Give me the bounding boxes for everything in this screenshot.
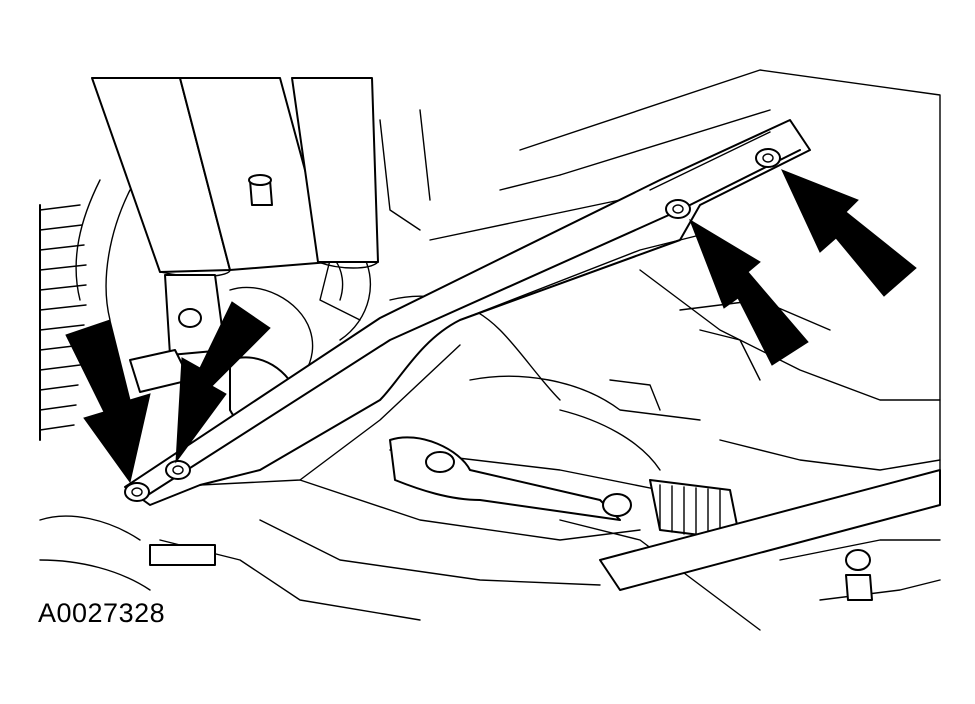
figure-id-label: A0027328 xyxy=(38,598,166,628)
bolts xyxy=(124,148,781,502)
arrow-pointer-icon xyxy=(781,169,917,297)
underbody-background xyxy=(39,69,941,631)
bolt-head-icon xyxy=(665,199,691,219)
bolt-head-icon xyxy=(165,460,191,480)
strut-columns xyxy=(91,77,379,278)
arrow-pointer-icon xyxy=(65,319,151,484)
radiator-fins xyxy=(39,204,87,441)
arrow-pointer-icon xyxy=(689,218,809,366)
bolt-head-icon xyxy=(124,482,150,502)
bolt-head-icon xyxy=(755,148,781,168)
steering-rack xyxy=(389,436,941,601)
arrow-pointer-icon xyxy=(175,301,271,464)
callout-arrows xyxy=(65,169,917,484)
crossmember xyxy=(124,119,811,506)
